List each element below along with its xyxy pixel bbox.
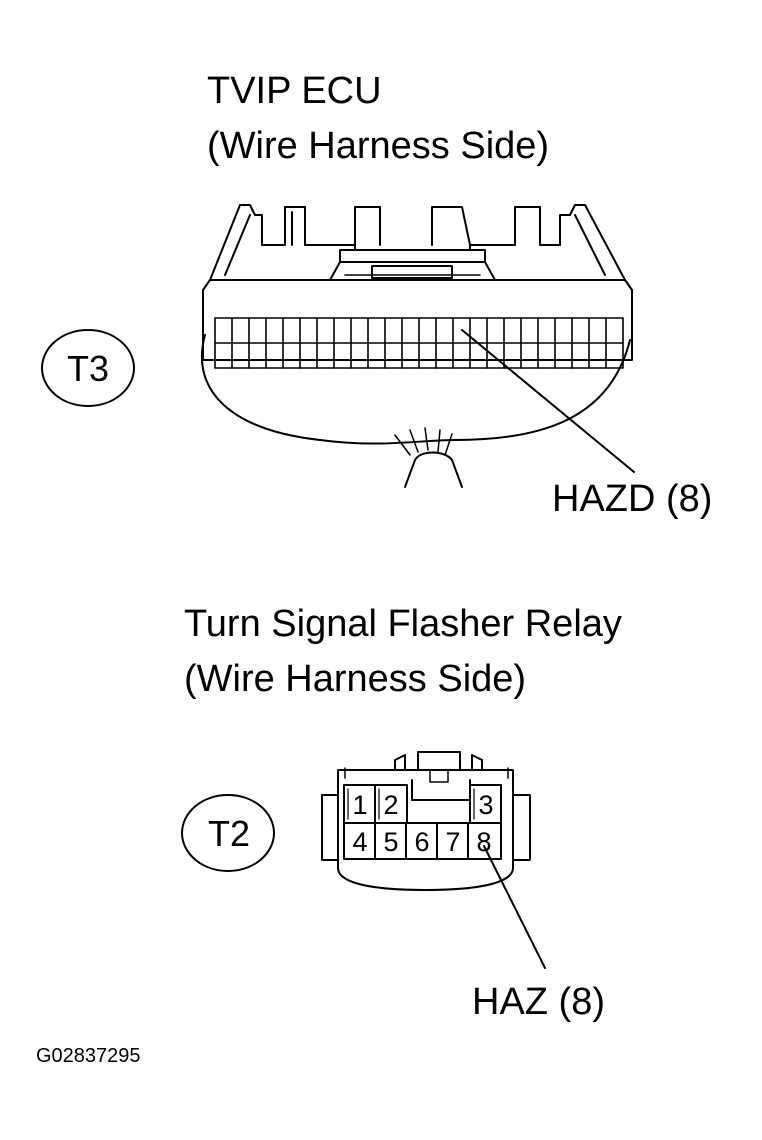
relay-pin-2: 2 (383, 790, 398, 820)
haz-callout-label: HAZ (8) (472, 981, 605, 1023)
t2-connector-label: T2 (208, 813, 250, 854)
t3-connector-badge (41, 329, 135, 407)
relay-pin-6: 6 (414, 827, 429, 857)
relay-pin-1: 1 (352, 790, 367, 820)
relay-subtitle: (Wire Harness Side) (184, 658, 527, 700)
relay-pin-8: 8 (476, 827, 491, 857)
ecu-subtitle: (Wire Harness Side) (207, 125, 550, 167)
ecu-connector (200, 204, 633, 488)
haz-leader-line (483, 845, 546, 969)
hazd-leader-line (461, 329, 635, 473)
relay-title: Turn Signal Flasher Relay (184, 603, 622, 645)
relay-pin-4: 4 (352, 827, 367, 857)
relay-connector (321, 751, 531, 891)
ecu-pin-grid (214, 317, 624, 369)
t3-connector-label: T3 (67, 348, 109, 389)
ecu-title: TVIP ECU (207, 70, 382, 112)
figure-code: G02837295 (36, 1045, 141, 1067)
hazd-callout-label: HAZD (8) (552, 478, 713, 520)
relay-pin-3: 3 (478, 790, 493, 820)
relay-pin-grid (343, 784, 502, 860)
t2-connector-badge (181, 794, 275, 872)
relay-pin-7: 7 (445, 827, 460, 857)
relay-pin-5: 5 (383, 827, 398, 857)
